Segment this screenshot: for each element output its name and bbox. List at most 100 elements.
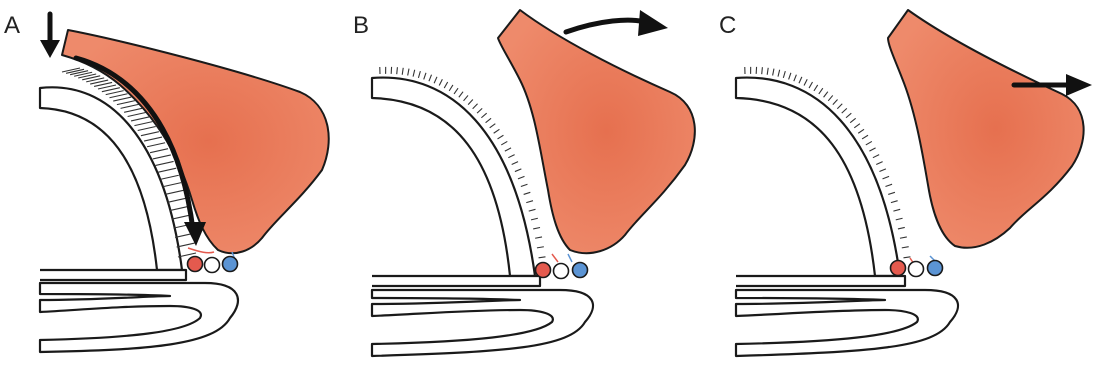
hatch-mark	[850, 118, 855, 122]
hatch-mark	[477, 108, 482, 113]
hatch-mark	[537, 247, 544, 248]
hatch-mark	[518, 176, 525, 179]
hatch-mark	[858, 129, 864, 133]
hatch-mark	[891, 201, 898, 203]
vein-b	[573, 263, 588, 278]
hatch-mark	[486, 118, 491, 122]
panel-c	[736, 10, 1092, 356]
floor-bar-c	[736, 276, 905, 286]
hatch-mark	[773, 69, 774, 76]
hatch-mark	[144, 137, 162, 141]
hatch-mark	[141, 132, 159, 136]
floor-bar-b	[372, 276, 540, 286]
hatch-mark	[113, 97, 131, 101]
hatch-mark	[172, 215, 190, 219]
hatch-mark	[809, 82, 812, 88]
hatch-mark	[429, 75, 432, 82]
hatch-mark	[397, 67, 398, 74]
hatch-mark	[783, 71, 785, 78]
tissue-flap-a	[62, 30, 329, 253]
hatch-mark	[789, 73, 791, 80]
hatch-mark	[402, 68, 403, 75]
hatch-mark	[521, 184, 528, 186]
hatch-mark	[124, 108, 142, 112]
hatch-mark	[98, 85, 116, 89]
artery-c	[891, 261, 906, 276]
nerve-b	[554, 264, 569, 279]
tissue-flap-c	[888, 10, 1084, 248]
hatch-mark	[161, 175, 179, 179]
hatch-mark	[408, 69, 409, 76]
hatch-mark	[501, 141, 507, 145]
hatch-mark	[531, 218, 538, 220]
hatch-mark	[873, 155, 879, 158]
hatch-mark	[106, 91, 124, 95]
hatch-mark	[804, 79, 807, 85]
floor-bar-a	[40, 270, 186, 280]
hatch-mark	[876, 162, 882, 165]
hatch-mark	[893, 209, 900, 211]
hatch-mark	[824, 92, 828, 98]
hatch-mark	[434, 77, 437, 83]
hatch-mark	[828, 95, 832, 100]
hatch-mark	[837, 104, 842, 109]
hatch-mark	[121, 104, 139, 108]
hatch-mark	[833, 99, 838, 104]
panel-a	[40, 14, 329, 352]
down-arrow-head-a	[40, 40, 60, 58]
hatch-mark	[102, 88, 120, 92]
hatch-mark	[117, 101, 135, 105]
hatch-mark	[413, 70, 415, 77]
artery-line-b	[552, 254, 558, 262]
hatch-mark	[846, 113, 851, 118]
hatch-mark	[464, 95, 468, 100]
hatch-mark	[177, 243, 195, 247]
rotation-arrow-head-b	[638, 10, 668, 36]
hatch-mark	[153, 155, 171, 159]
hatch-mark	[165, 190, 183, 194]
hatch-mark	[481, 113, 486, 118]
vein-a	[223, 257, 238, 272]
hatch-mark	[138, 127, 156, 131]
hatch-mark	[539, 257, 546, 258]
hatch-mark	[529, 209, 536, 211]
hatch-mark	[854, 124, 860, 128]
panel-label-a: A	[4, 14, 20, 38]
hatch-mark	[883, 176, 890, 179]
hatch-mark	[842, 108, 847, 113]
curved-wall-b	[372, 78, 535, 276]
hatch-mark	[170, 207, 188, 211]
vein-c	[928, 261, 943, 276]
hatch-mark	[109, 94, 127, 98]
rotation-arrow-shaft-b	[566, 20, 645, 32]
hatch-mark	[902, 247, 909, 248]
hatch-mark	[866, 141, 872, 144]
hatch-mark	[814, 85, 818, 91]
hatch-mark	[490, 124, 496, 128]
hatch-mark	[794, 75, 797, 82]
hatch-mark	[131, 117, 149, 121]
hatch-mark	[158, 168, 176, 172]
hatch-mark	[439, 79, 442, 85]
lower-structure-a	[40, 283, 238, 352]
hatch-mark	[508, 155, 514, 158]
hatch-mark	[879, 169, 885, 172]
hatch-mark	[128, 113, 146, 117]
hatch-mark	[156, 161, 174, 165]
hatch-mark	[903, 257, 910, 258]
hatch-mark	[524, 192, 531, 194]
hatch-mark	[147, 143, 165, 147]
hatch-mark	[900, 237, 907, 238]
hatch-mark	[898, 227, 905, 228]
hatch-mark	[819, 88, 823, 94]
hatch-mark	[762, 67, 763, 74]
hatch-mark	[168, 198, 186, 202]
hatch-mark	[862, 135, 868, 139]
panel-b	[372, 10, 695, 356]
hatch-mark	[163, 183, 181, 187]
right-arrow-head-c	[1066, 74, 1092, 96]
hatch-mark	[869, 148, 875, 151]
panel-label-b: B	[353, 14, 369, 38]
